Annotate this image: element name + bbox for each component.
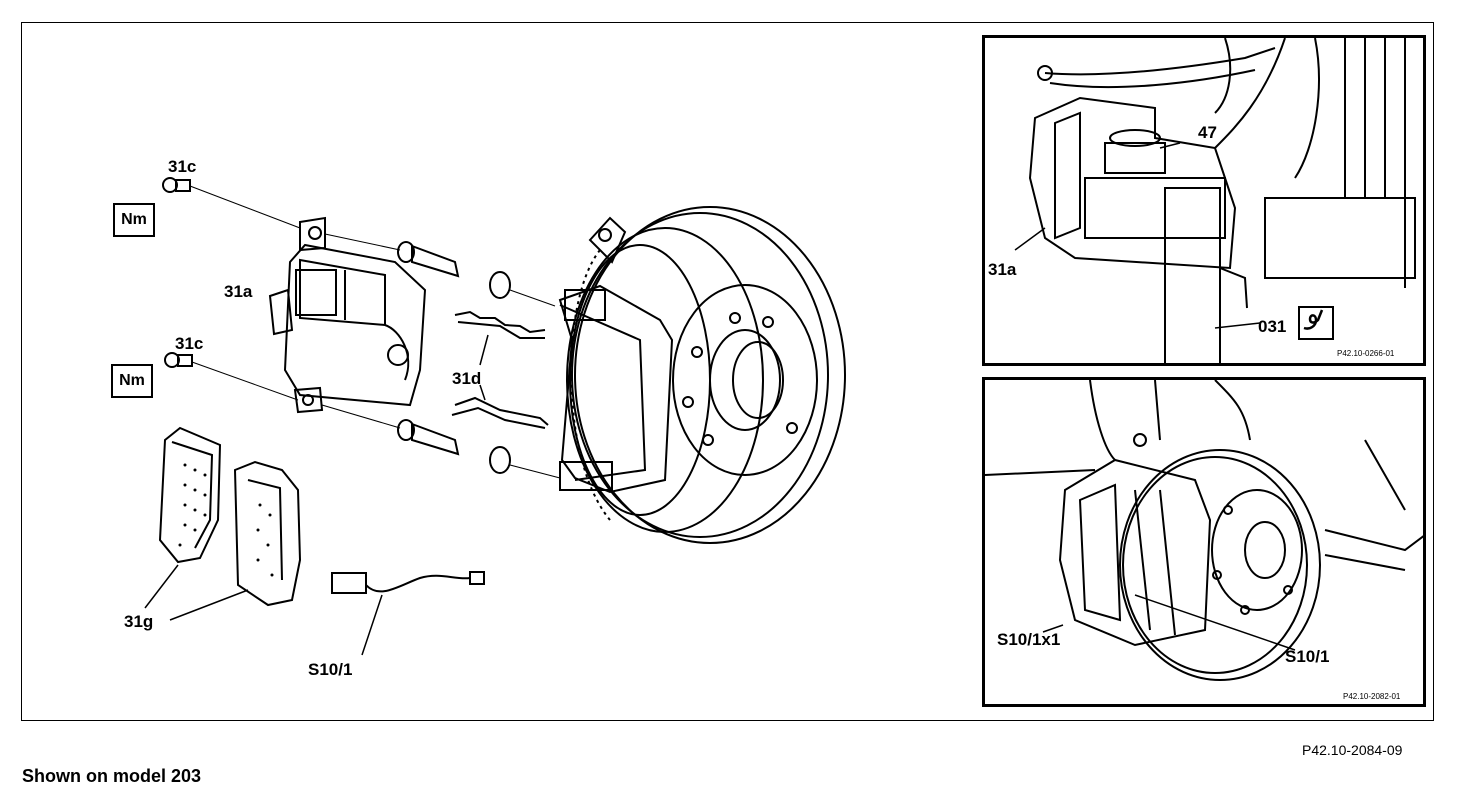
inset-bottom-drawing <box>985 380 1423 681</box>
inset-top: 47 31a 031 P42.10-0266-01 <box>982 35 1426 366</box>
label-31c-top: 31c <box>168 157 197 176</box>
inset-bottom-label-s10-1: S10/1 <box>1285 647 1330 666</box>
inset-top-drawing <box>1014 38 1416 363</box>
inset-top-label-031: 031 <box>1258 317 1287 336</box>
inset-bottom-label-s10-1x1: S10/1x1 <box>997 630 1061 649</box>
label-31d: 31d <box>452 369 482 388</box>
label-31c-bottom: 31c <box>175 334 204 353</box>
label-31g: 31g <box>124 612 154 631</box>
inset-bottom-ref: P42.10-2082-01 <box>1343 692 1401 701</box>
inset-top-label-31a: 31a <box>988 260 1017 279</box>
label-31a: 31a <box>224 282 253 301</box>
inset-bottom: S10/1x1 S10/1 P42.10-2082-01 <box>982 377 1426 707</box>
inset-top-label-47: 47 <box>1198 123 1217 142</box>
diagram-frame <box>21 22 1434 721</box>
label-s10-1: S10/1 <box>308 660 353 679</box>
inset-top-ref: P42.10-0266-01 <box>1337 349 1395 358</box>
special-tool-icon <box>1298 306 1334 340</box>
brake-exploded-view <box>144 177 846 656</box>
figure-ref: P42.10-2084-09 <box>1302 742 1403 758</box>
torque-symbol-bottom: Nm <box>111 364 153 398</box>
caption: Shown on model 203 <box>22 766 202 786</box>
torque-symbol-top: Nm <box>113 203 155 237</box>
